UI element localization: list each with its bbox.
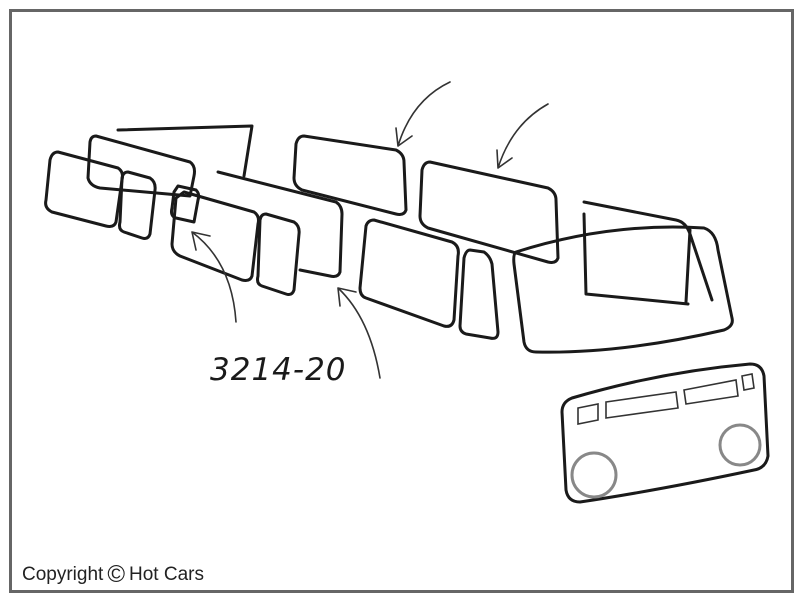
- seal-windshield: [512, 225, 734, 354]
- front-grille-outline: [577, 373, 755, 425]
- seal-side-window-long: [216, 170, 344, 278]
- seal-rear-window: [86, 134, 196, 198]
- seal-middle-small: [170, 184, 201, 224]
- seal-rear-upper: [116, 124, 254, 178]
- copyright-icon: ©: [107, 561, 126, 588]
- front-panel: [560, 362, 770, 504]
- arrow-icon: [337, 287, 381, 379]
- seal-upper-side-1: [292, 134, 408, 216]
- copyright-footer: Copyright © Hot Cars: [22, 561, 204, 589]
- arrow-icon: [496, 103, 549, 169]
- copyright-label: Copyright: [22, 564, 104, 585]
- seal-side-window-left: [170, 190, 260, 282]
- copyright-owner: Hot Cars: [129, 564, 204, 585]
- part-number-label: 3214-20: [210, 352, 347, 388]
- headlight-right: [718, 423, 762, 467]
- seal-door-window: [358, 218, 460, 328]
- seal-cab-side: [582, 200, 714, 306]
- seal-vent-window: [458, 248, 500, 340]
- headlight-left: [570, 451, 618, 499]
- arrow-icon: [191, 231, 237, 323]
- arrow-icon: [395, 81, 451, 147]
- seal-rear-corner-small: [118, 170, 157, 240]
- seal-upper-side-2: [418, 160, 560, 264]
- seal-side-window-small: [256, 212, 301, 296]
